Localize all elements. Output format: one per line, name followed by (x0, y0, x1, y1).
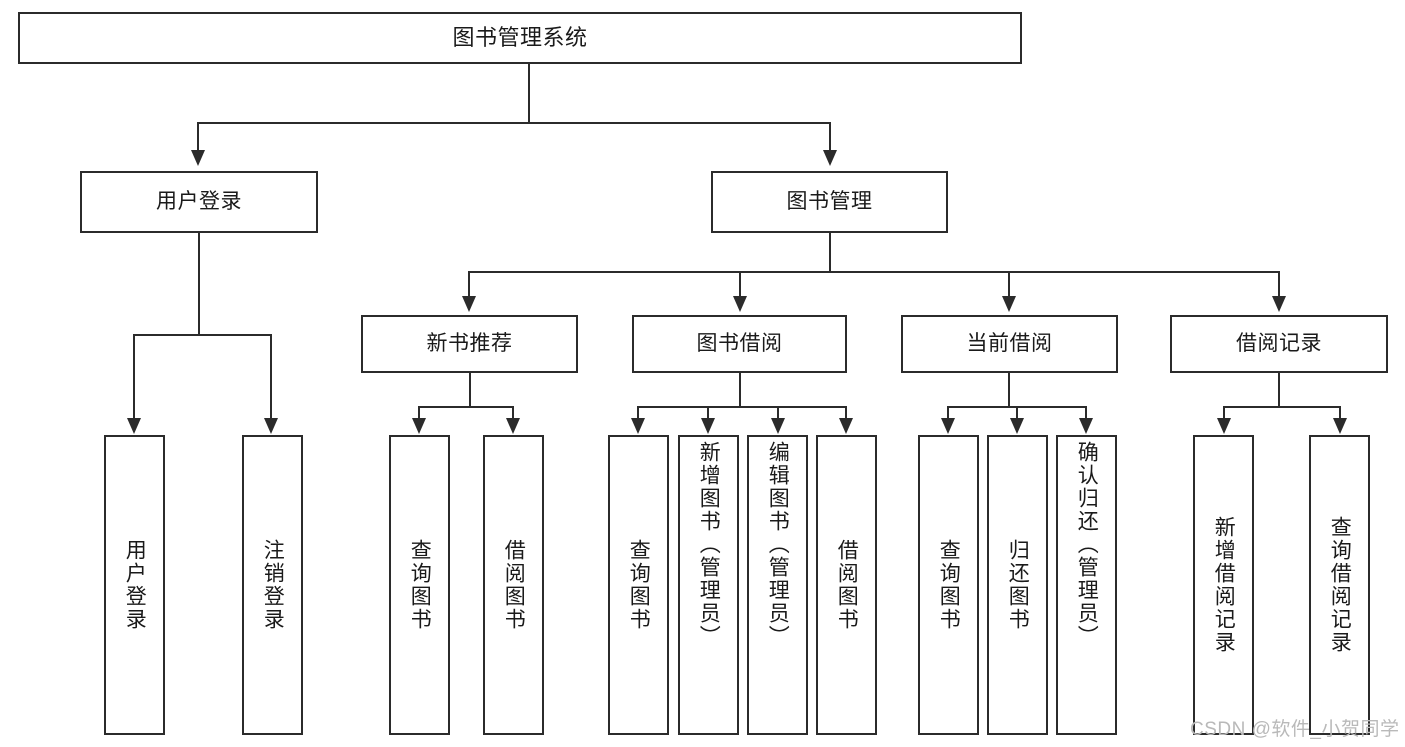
arrow-to-book-borrow (733, 296, 747, 312)
leaf-add-borrow-record[interactable]: 新增借阅记录 (1193, 435, 1254, 735)
arrow-leaf-borrow-book-a (506, 418, 520, 434)
arrow-leaf-query-book-c (941, 418, 955, 434)
leaf-query-book-borrow[interactable]: 查询图书 (608, 435, 669, 735)
arrow-leaf-add-borrow-record (1217, 418, 1231, 434)
connector-user-login-drop-2 (270, 334, 272, 419)
arrow-leaf-query-book-a (412, 418, 426, 434)
node-label: 新增借阅记录 (1212, 516, 1236, 654)
node-label: 归还图书 (1006, 539, 1030, 631)
connector-level3-bus (468, 271, 1280, 273)
connector-current-borrow-drop-2 (1016, 406, 1018, 419)
leaf-add-book-admin[interactable]: 新增图书（管理员） (678, 435, 739, 735)
leaf-edit-book-admin[interactable]: 编辑图书（管理员） (747, 435, 808, 735)
connector-book-borrow-drop-4 (845, 406, 847, 419)
node-root-book-management-system[interactable]: 图书管理系统 (18, 12, 1022, 64)
node-user-login[interactable]: 用户登录 (80, 171, 318, 233)
connector-user-login-bus (133, 334, 270, 336)
leaf-query-book-new-recommend[interactable]: 查询图书 (389, 435, 450, 735)
node-label: 借阅图书 (835, 539, 859, 631)
leaf-logout[interactable]: 注销登录 (242, 435, 303, 735)
connector-current-borrow-drop-1 (947, 406, 949, 419)
connector-user-login-drop-1 (133, 334, 135, 419)
connector-drop-current-borrow (1008, 271, 1010, 297)
node-label: 借阅图书 (502, 539, 526, 631)
connector-drop-book-borrow (739, 271, 741, 297)
arrow-leaf-borrow-book-b (839, 418, 853, 434)
arrow-leaf-logout (264, 418, 278, 434)
leaf-return-book[interactable]: 归还图书 (987, 435, 1048, 735)
leaf-borrow-book-new-recommend[interactable]: 借阅图书 (483, 435, 544, 735)
node-label: 图书管理系统 (452, 24, 588, 50)
connector-borrow-record-drop-2 (1339, 406, 1341, 419)
arrow-leaf-query-borrow-record (1333, 418, 1347, 434)
connector-book-management-stem (829, 233, 831, 272)
connector-new-book-stem (469, 373, 471, 407)
leaf-query-borrow-record[interactable]: 查询借阅记录 (1309, 435, 1370, 735)
node-label: 查询借阅记录 (1328, 516, 1352, 654)
node-label: 新书推荐 (426, 332, 513, 356)
arrow-leaf-edit-book (771, 418, 785, 434)
node-new-book-recommend[interactable]: 新书推荐 (361, 315, 578, 373)
arrow-leaf-add-book (701, 418, 715, 434)
node-label: 确认归还（管理员） (1075, 441, 1099, 648)
connector-root-stem (528, 64, 530, 123)
leaf-user-login[interactable]: 用户登录 (104, 435, 165, 735)
arrow-to-new-book-recommend (462, 296, 476, 312)
arrow-to-user-login (191, 150, 205, 166)
node-book-borrow[interactable]: 图书借阅 (632, 315, 847, 373)
node-label: 查询图书 (408, 539, 432, 631)
connector-book-borrow-drop-2 (707, 406, 709, 419)
node-label: 查询图书 (937, 539, 961, 631)
connector-borrow-record-bus (1223, 406, 1340, 408)
connector-book-borrow-drop-1 (637, 406, 639, 419)
node-label: 用户登录 (156, 190, 242, 214)
leaf-query-book-current[interactable]: 查询图书 (918, 435, 979, 735)
connector-book-borrow-drop-3 (777, 406, 779, 419)
connector-drop-borrow-record (1278, 271, 1280, 297)
arrow-to-book-management (823, 150, 837, 166)
node-label: 图书管理 (786, 190, 873, 214)
node-label: 用户登录 (123, 539, 147, 631)
node-label: 当前借阅 (966, 332, 1053, 356)
connector-new-book-drop-1 (418, 406, 420, 419)
arrow-leaf-confirm-return (1079, 418, 1093, 434)
connector-book-borrow-bus (637, 406, 847, 408)
node-borrow-record[interactable]: 借阅记录 (1170, 315, 1388, 373)
node-label: 注销登录 (261, 539, 285, 631)
node-label: 借阅记录 (1236, 332, 1322, 356)
connector-book-borrow-stem (739, 373, 741, 407)
connector-borrow-record-drop-1 (1223, 406, 1225, 419)
node-book-management[interactable]: 图书管理 (711, 171, 948, 233)
connector-to-user-login (197, 122, 199, 151)
leaf-confirm-return-admin[interactable]: 确认归还（管理员） (1056, 435, 1117, 735)
arrow-leaf-query-book-b (631, 418, 645, 434)
arrow-to-borrow-record (1272, 296, 1286, 312)
connector-current-borrow-stem (1008, 373, 1010, 407)
connector-level2-bus (197, 122, 831, 124)
connector-current-borrow-drop-3 (1085, 406, 1087, 419)
arrow-leaf-user-login (127, 418, 141, 434)
connector-borrow-record-stem (1278, 373, 1280, 407)
connector-new-book-drop-2 (512, 406, 514, 419)
node-label: 图书借阅 (696, 332, 783, 356)
node-label: 编辑图书（管理员） (766, 441, 790, 648)
arrow-leaf-return-book (1010, 418, 1024, 434)
connector-to-book-management (829, 122, 831, 151)
connector-drop-new-book (468, 271, 470, 297)
node-current-borrow[interactable]: 当前借阅 (901, 315, 1118, 373)
connector-user-login-stem (198, 233, 200, 335)
leaf-borrow-book[interactable]: 借阅图书 (816, 435, 877, 735)
arrow-to-current-borrow (1002, 296, 1016, 312)
node-label: 新增图书（管理员） (697, 441, 721, 648)
connector-new-book-bus (418, 406, 513, 408)
node-label: 查询图书 (627, 539, 651, 631)
